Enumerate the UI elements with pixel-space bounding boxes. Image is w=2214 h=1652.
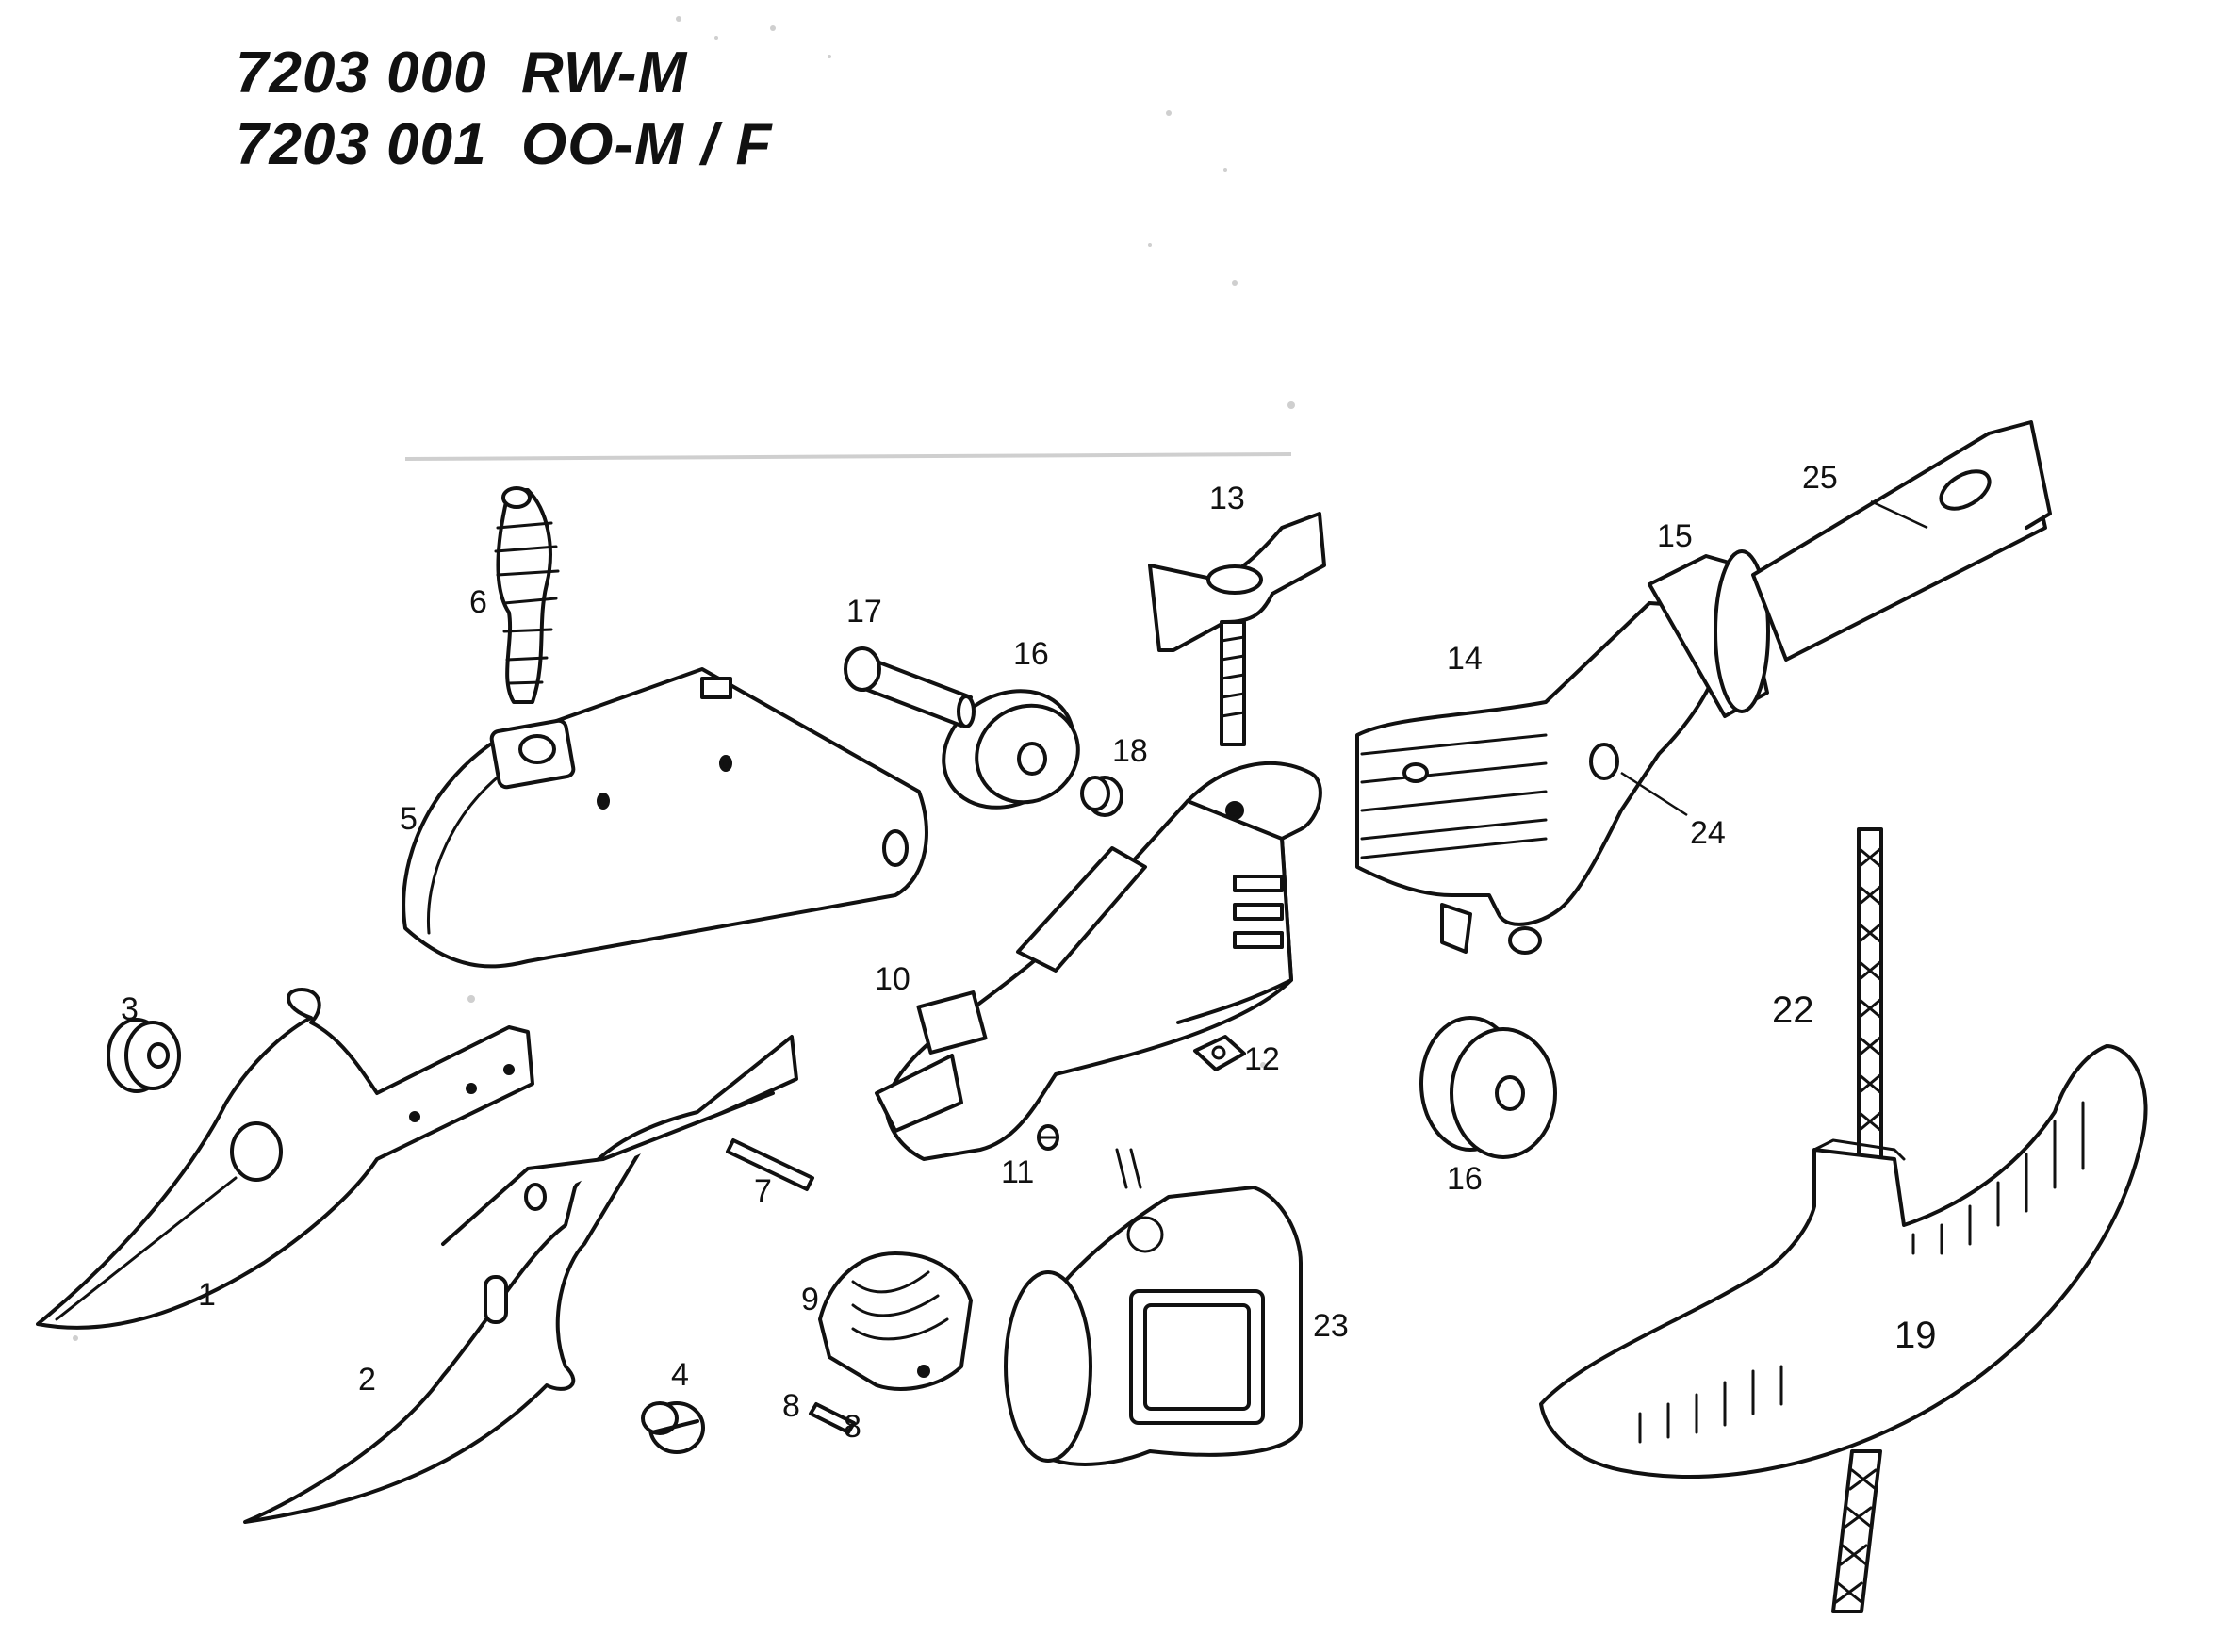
callout-13: 13 [1209, 481, 1245, 516]
part-14-head-assembly [1355, 601, 1729, 955]
callout-5: 5 [400, 801, 418, 837]
part-15-collar [1648, 549, 1770, 718]
callout-2: 2 [358, 1362, 376, 1398]
callout-18: 18 [1112, 733, 1148, 769]
part-18-bushing [1080, 776, 1123, 817]
callout-17: 17 [846, 594, 882, 630]
part-12-square-nut [1193, 1035, 1246, 1071]
callout-16b: 16 [1447, 1161, 1483, 1197]
part-6-spring [494, 486, 560, 704]
part-19-handle-grip [1539, 1044, 2148, 1479]
callout-25: 25 [1802, 460, 1838, 496]
part-3-nut [107, 1018, 181, 1093]
callout-leaders [1620, 499, 1928, 817]
callout-23: 23 [1313, 1308, 1349, 1344]
callout-14: 14 [1447, 641, 1483, 677]
callout-12: 12 [1244, 1041, 1280, 1077]
callout-8a: 8 [782, 1388, 800, 1424]
callout-19: 19 [1894, 1315, 1937, 1356]
model-number-line-1: 7203 000 RW-M [236, 41, 688, 106]
part-13-wing-bolt [1148, 512, 1326, 746]
callout-labels: 1 2 3 4 5 6 7 8 8 9 10 11 12 13 14 15 16… [121, 460, 1937, 1445]
part-9-cap [818, 1251, 973, 1391]
callout-22: 22 [1772, 990, 1814, 1031]
part-11-sleeve [1037, 1124, 1059, 1151]
part-2-lower-blade [243, 1035, 798, 1524]
model-number-line-2: 7203 001 OO-M / F [236, 112, 773, 177]
part-25-tube [1751, 420, 2052, 662]
callout-7: 7 [754, 1173, 772, 1209]
part-7-pin [726, 1138, 814, 1191]
callout-8b: 8 [844, 1409, 861, 1445]
callout-3: 3 [121, 991, 139, 1027]
callout-10: 10 [875, 961, 910, 997]
callout-24: 24 [1690, 815, 1726, 851]
callout-6: 6 [469, 584, 487, 620]
callout-15: 15 [1657, 518, 1693, 554]
part-22-rope [1831, 827, 1883, 1613]
part-5-housing [402, 667, 928, 969]
part-4-screw [641, 1401, 705, 1454]
part-16-pulley-upper [942, 689, 1080, 810]
callout-4: 4 [671, 1357, 689, 1393]
part-17-axle-bolt [844, 646, 976, 728]
part-10-blade-carrier [875, 761, 1322, 1161]
callout-16a: 16 [1013, 636, 1049, 672]
part-23-grip-sleeve [1004, 1148, 1303, 1466]
callout-1: 1 [198, 1277, 216, 1313]
part-16-pulley-lower [1419, 1016, 1557, 1159]
callout-11: 11 [1001, 1154, 1034, 1190]
scan-noise [73, 16, 1295, 1341]
part-24-screw [1589, 743, 1619, 780]
callout-9: 9 [801, 1282, 819, 1317]
part-1-upper-blade [36, 988, 534, 1330]
part-8-small-pin [809, 1402, 856, 1434]
